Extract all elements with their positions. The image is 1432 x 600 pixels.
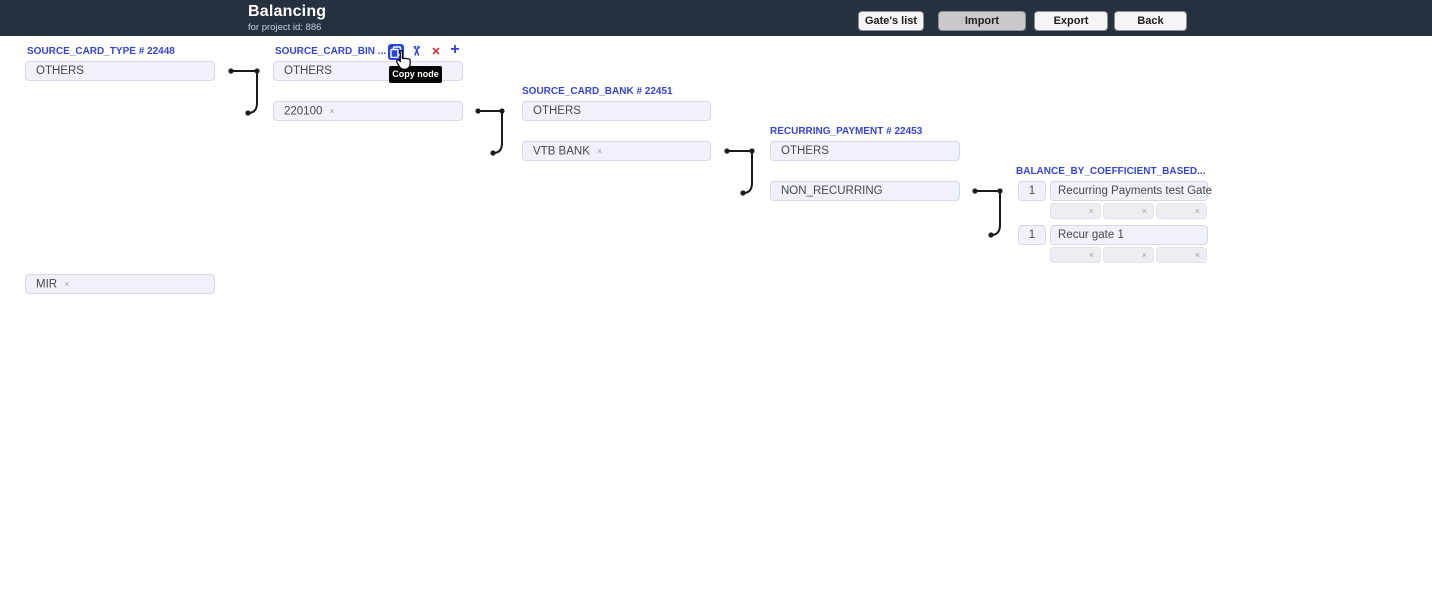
remove-chip-icon[interactable]: × xyxy=(329,106,335,116)
gate-name-box[interactable]: Recurring Payments test Gate xyxy=(1050,181,1212,201)
remove-slot-icon[interactable]: × xyxy=(1088,250,1094,260)
value-box-others[interactable]: OTHERS xyxy=(522,101,711,121)
gates-list-button[interactable]: Gate's list xyxy=(858,11,924,31)
remove-slot-icon[interactable]: × xyxy=(1194,250,1200,260)
gate-slot-box[interactable]: × xyxy=(1103,247,1154,263)
remove-slot-icon[interactable]: × xyxy=(1141,206,1147,216)
value-label: OTHERS xyxy=(781,145,829,157)
import-button[interactable]: Import xyxy=(938,11,1026,31)
delete-node-icon[interactable]: ✕ xyxy=(431,46,441,58)
copy-node-tooltip: Copy node xyxy=(389,66,442,83)
remove-chip-icon[interactable]: × xyxy=(596,146,603,156)
chip-mir[interactable]: MIR × xyxy=(25,274,215,294)
value-label: OTHERS xyxy=(533,105,581,117)
node-title-source-card-type: SOURCE_CARD_TYPE # 22448 xyxy=(27,46,175,57)
gate-slot-box[interactable]: × xyxy=(1156,247,1207,263)
chip-bin-220100[interactable]: 220100 × xyxy=(273,101,463,121)
value-label: NON_RECURRING xyxy=(781,185,883,197)
remove-slot-icon[interactable]: × xyxy=(1194,206,1200,216)
back-button[interactable]: Back xyxy=(1114,11,1187,31)
add-node-icon[interactable]: + xyxy=(450,41,460,58)
node-title-recurring-payment: RECURRING_PAYMENT # 22453 xyxy=(770,126,923,137)
gate-name-label: Recurring Payments test Gate xyxy=(1058,185,1213,197)
gate-slot-box[interactable]: × xyxy=(1156,203,1207,219)
gate-name-box[interactable]: Recur gate 1 xyxy=(1050,225,1208,245)
node-title-balance-by-coefficient: BALANCE_BY_COEFFICIENT_BASED... xyxy=(1016,166,1206,177)
export-button[interactable]: Export xyxy=(1034,11,1108,31)
copy-node-button[interactable] xyxy=(388,44,404,60)
remove-chip-icon[interactable]: × xyxy=(64,279,70,289)
gate-slot-box[interactable]: × xyxy=(1050,203,1101,219)
gate-coefficient-input[interactable]: 1 xyxy=(1018,181,1046,201)
gate-slot-box[interactable]: × xyxy=(1050,247,1101,263)
value-label: OTHERS xyxy=(284,65,332,77)
gate-name-label: Recur gate 1 xyxy=(1058,229,1124,241)
value-label: OTHERS xyxy=(36,65,84,77)
value-box-others[interactable]: OTHERS xyxy=(25,61,215,81)
page-title: Balancing xyxy=(248,3,327,20)
page-title-block: Balancing for project id: 886 xyxy=(248,3,326,33)
remove-slot-icon[interactable]: × xyxy=(1088,206,1094,216)
value-box-others[interactable]: OTHERS xyxy=(770,141,960,161)
remove-slot-icon[interactable]: × xyxy=(1141,250,1147,260)
copy-icon xyxy=(390,46,402,58)
gate-coefficient-input[interactable]: 1 xyxy=(1018,225,1046,245)
chip-label: 220100 xyxy=(284,105,323,118)
chip-label: VTB BANK xyxy=(533,145,590,158)
project-id-subtitle: for project id: 886 xyxy=(248,22,322,33)
value-box-non-recurring[interactable]: NON_RECURRING xyxy=(770,181,960,201)
node-title-source-card-bank: SOURCE_CARD_BANK # 22451 xyxy=(522,86,673,97)
cut-node-icon[interactable]: ✂ xyxy=(409,45,424,57)
node-title-source-card-bin: SOURCE_CARD_BIN ... xyxy=(275,46,387,57)
chip-label: MIR xyxy=(36,278,58,291)
gate-slot-box[interactable]: × xyxy=(1103,203,1154,219)
top-bar: Balancing for project id: 886 Gate's lis… xyxy=(0,0,1432,36)
chip-vtb-bank[interactable]: VTB BANK × xyxy=(522,141,711,161)
